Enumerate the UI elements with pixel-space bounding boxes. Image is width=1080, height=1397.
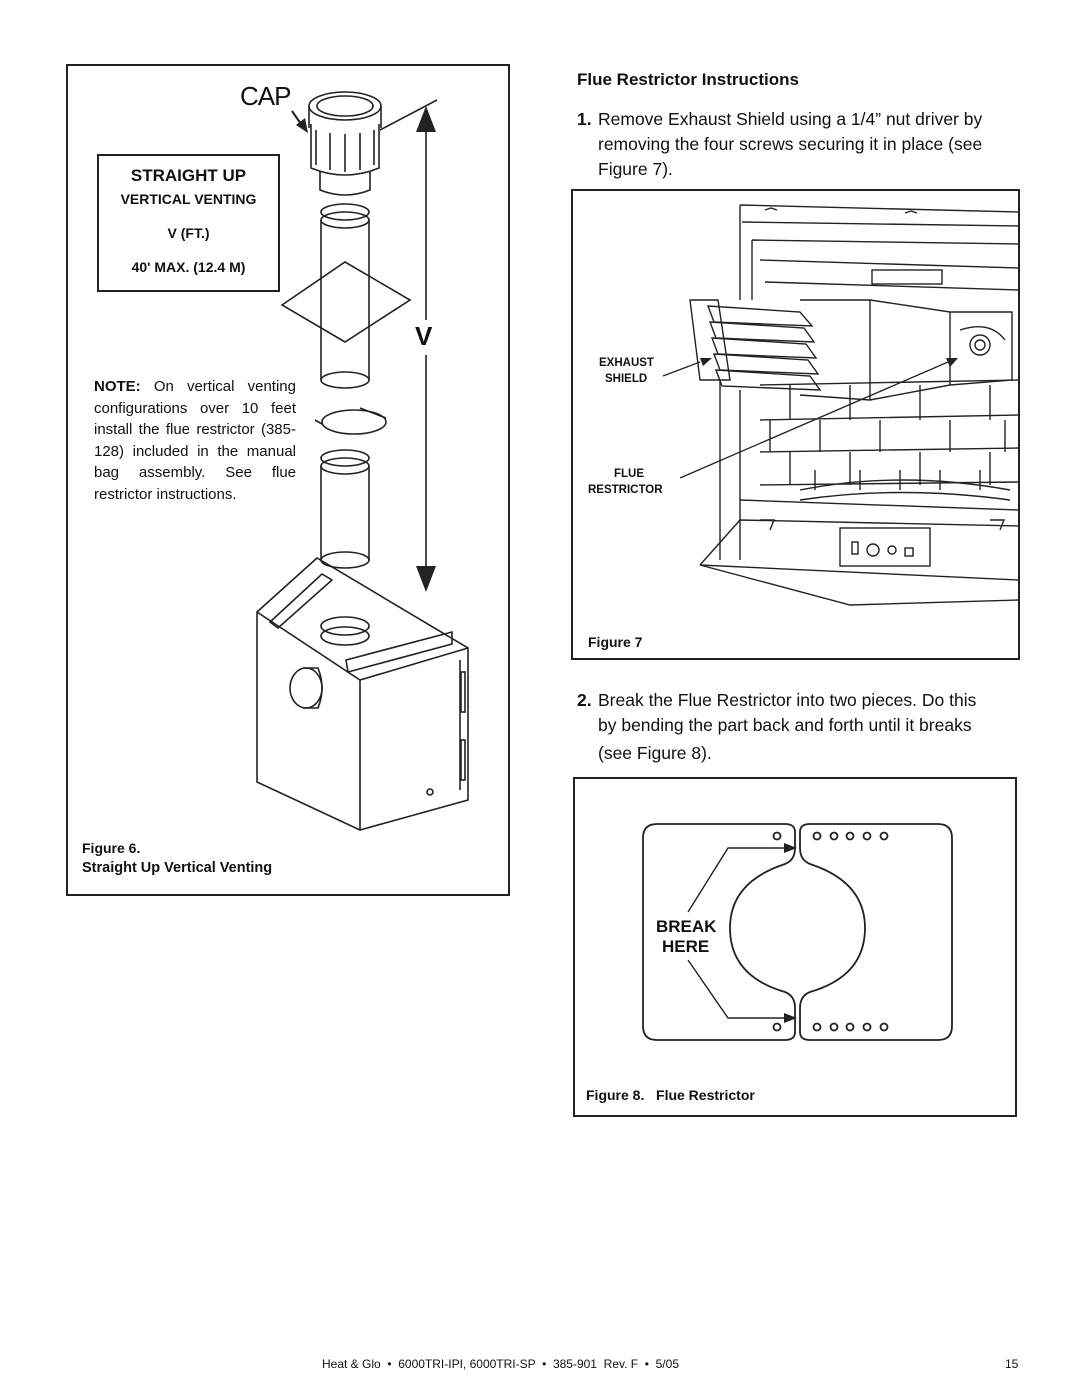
step-1-line: removing the four screws securing it in … <box>598 134 983 154</box>
step-2-text: Break the Flue Restrictor into two piece… <box>598 688 976 766</box>
max-length-label: 40' MAX. (12.4 M) <box>131 259 246 275</box>
step-2-line: (see Figure 8). <box>598 743 712 763</box>
step-1-line: Remove Exhaust Shield using a 1/4” nut d… <box>598 109 983 129</box>
exhaust-label: EXHAUST <box>599 357 654 369</box>
step-2-line: Break the Flue Restrictor into two piece… <box>598 690 977 710</box>
v-ft-label: V (FT.) <box>167 225 210 241</box>
step-2: 2. Break the Flue Restrictor into two pi… <box>577 688 1027 763</box>
figure-6-caption-title: Straight Up Vertical Venting <box>82 860 273 876</box>
step-1: 1. Remove Exhaust Shield using a 1/4” nu… <box>577 107 1027 182</box>
straight-up-title: STRAIGHT UP <box>130 166 247 185</box>
step-1-line: Figure 7). <box>598 159 673 179</box>
footer-text: Heat & Glo • 6000TRI-IPI, 6000TRI-SP • 3… <box>322 1357 679 1371</box>
here-label: HERE <box>662 937 710 956</box>
break-label: BREAK <box>656 917 717 936</box>
shield-label: SHIELD <box>605 373 648 385</box>
figure-7-caption: Figure 7 <box>588 634 643 650</box>
vertical-venting-label: VERTICAL VENTING <box>120 191 257 207</box>
figure-6-caption-number: Figure 6. <box>82 840 141 856</box>
restrictor-label: RESTRICTOR <box>588 484 663 496</box>
step-1-text: Remove Exhaust Shield using a 1/4” nut d… <box>598 107 982 182</box>
v-dimension-label: V <box>415 321 433 351</box>
flue-label: FLUE <box>614 468 645 480</box>
page-number: 15 <box>1005 1357 1019 1371</box>
note-label: NOTE: <box>94 378 141 395</box>
vertical-venting-note: NOTE: On vertical venting configurations… <box>94 376 296 505</box>
figure-8-panel <box>573 777 1017 1117</box>
step-1-number: 1. <box>577 109 592 129</box>
cap-label: CAP <box>240 81 291 111</box>
figure-8-caption: Figure 8. Flue Restrictor <box>586 1087 755 1103</box>
straight-up-box: STRAIGHT UP VERTICAL VENTING V (FT.) 40'… <box>97 154 280 292</box>
note-text: On vertical venting configurations over … <box>94 378 296 503</box>
step-2-number: 2. <box>577 690 592 710</box>
section-heading: Flue Restrictor Instructions <box>577 70 799 89</box>
figure-7-panel <box>571 189 1020 660</box>
step-2-line: by bending the part back and forth until… <box>598 715 972 735</box>
